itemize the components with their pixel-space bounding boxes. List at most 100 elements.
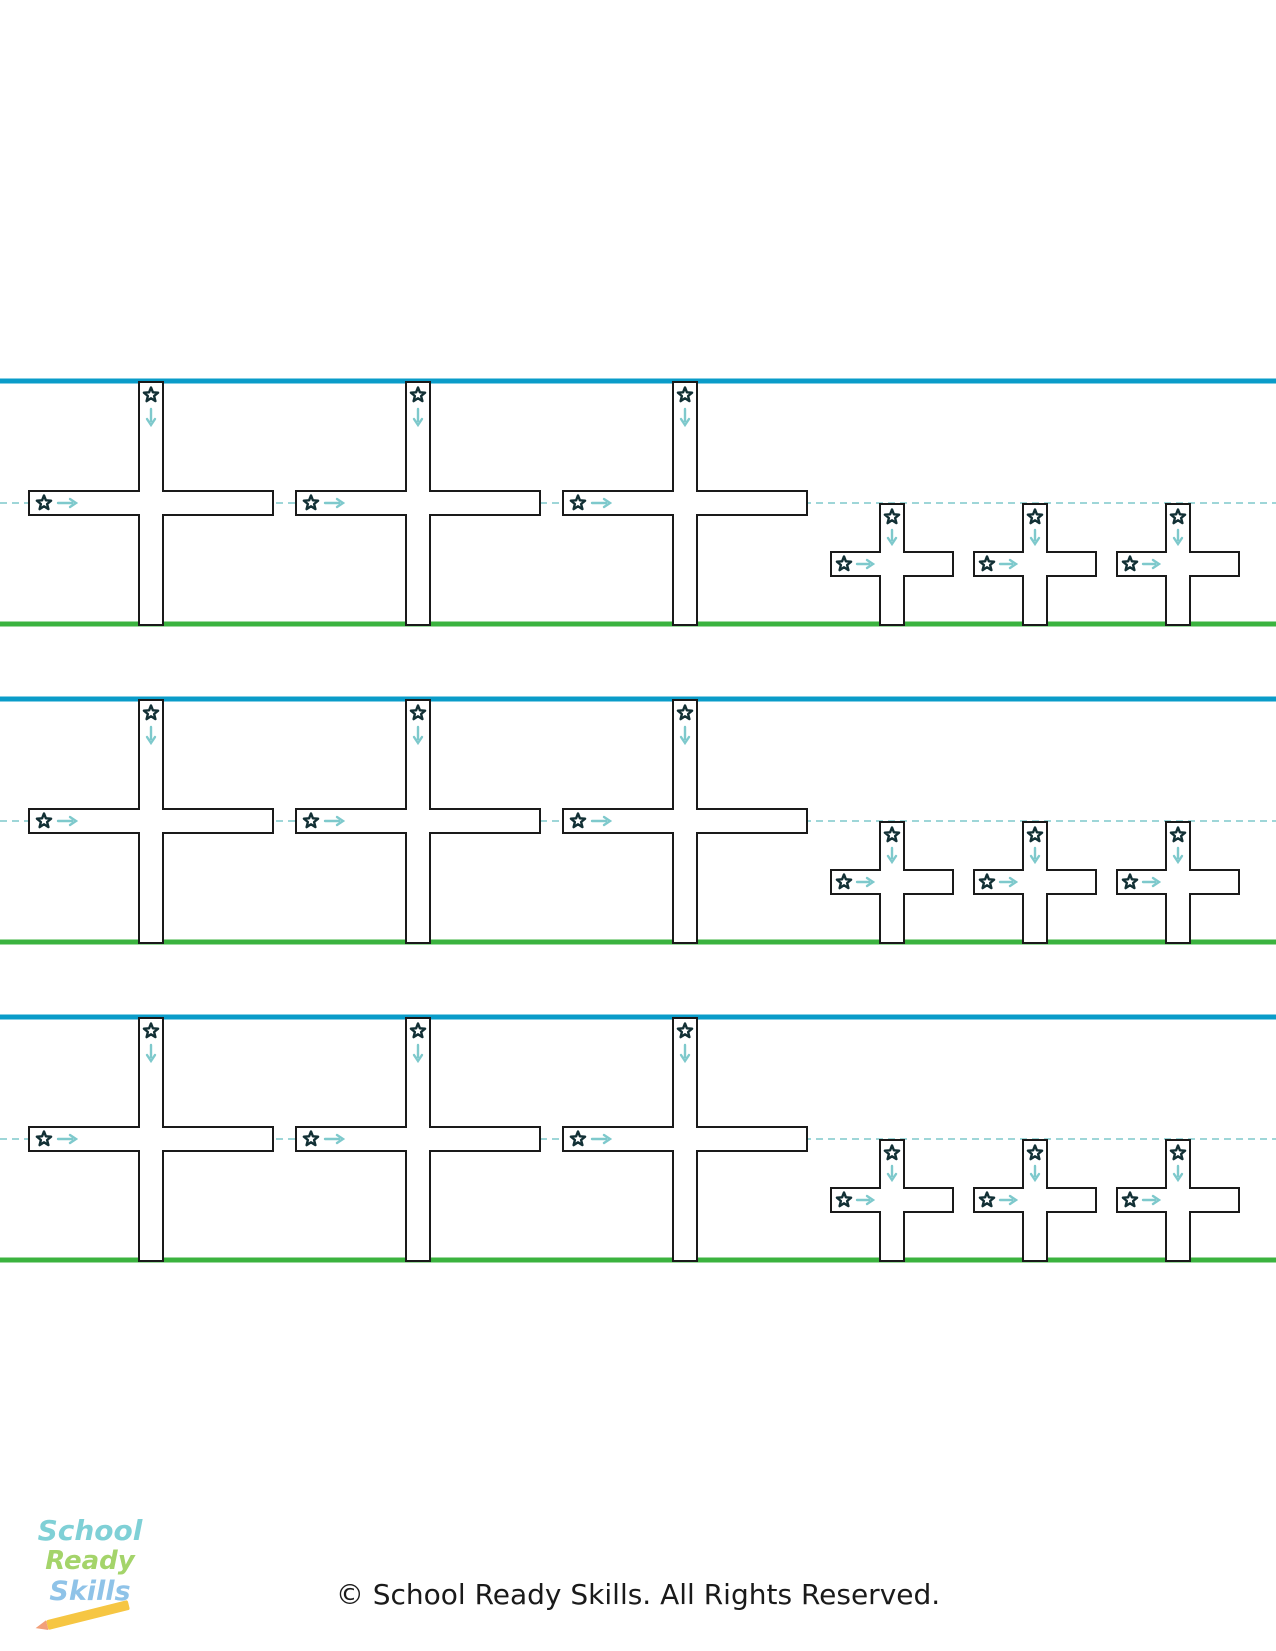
arrow-right-icon xyxy=(56,1133,79,1145)
start-star-icon xyxy=(35,812,53,829)
plus-outline xyxy=(295,699,541,944)
plus-outline xyxy=(28,699,274,944)
start-star-icon xyxy=(142,1022,160,1039)
start-star-icon xyxy=(569,494,587,511)
arrow-right-icon xyxy=(855,558,876,570)
start-star-icon xyxy=(978,873,996,890)
start-star-icon xyxy=(35,1130,53,1147)
large-plus-trace xyxy=(562,699,808,944)
plus-outline xyxy=(562,381,808,626)
logo-word-school: School xyxy=(37,1514,143,1547)
arrow-right-icon xyxy=(1141,1194,1162,1206)
plus-outline xyxy=(562,1017,808,1262)
small-plus-trace xyxy=(973,1139,1097,1262)
start-star-icon xyxy=(676,1022,694,1039)
arrow-down-icon xyxy=(1029,1164,1041,1183)
arrow-right-icon xyxy=(998,876,1019,888)
arrow-right-icon xyxy=(56,815,79,827)
handwriting-row xyxy=(0,1014,1276,1263)
plus-outline xyxy=(1116,821,1240,944)
plus-outline xyxy=(973,821,1097,944)
arrow-down-icon xyxy=(412,725,424,746)
arrow-down-icon xyxy=(145,407,157,428)
large-plus-trace xyxy=(28,381,274,626)
small-plus-trace xyxy=(1116,503,1240,626)
arrow-down-icon xyxy=(1029,528,1041,547)
arrow-down-icon xyxy=(886,528,898,547)
arrow-down-icon xyxy=(145,1043,157,1064)
large-plus-trace xyxy=(28,1017,274,1262)
arrow-right-icon xyxy=(323,1133,346,1145)
start-star-icon xyxy=(1169,508,1187,525)
small-plus-trace xyxy=(973,821,1097,944)
start-star-icon xyxy=(1121,555,1139,572)
arrow-right-icon xyxy=(855,876,876,888)
arrow-down-icon xyxy=(1172,528,1184,547)
small-plus-trace xyxy=(973,503,1097,626)
plus-outline xyxy=(1116,503,1240,626)
arrow-down-icon xyxy=(679,725,691,746)
small-plus-trace xyxy=(1116,821,1240,944)
start-star-icon xyxy=(35,494,53,511)
large-plus-trace xyxy=(28,699,274,944)
start-star-icon xyxy=(883,826,901,843)
start-star-icon xyxy=(676,386,694,403)
arrow-right-icon xyxy=(323,497,346,509)
plus-outline xyxy=(295,1017,541,1262)
large-plus-trace xyxy=(295,381,541,626)
plus-outline xyxy=(1116,1139,1240,1262)
plus-outline xyxy=(830,1139,954,1262)
start-star-icon xyxy=(302,1130,320,1147)
arrow-right-icon xyxy=(998,558,1019,570)
start-star-icon xyxy=(835,555,853,572)
arrow-down-icon xyxy=(412,1043,424,1064)
start-star-icon xyxy=(1169,1144,1187,1161)
arrow-down-icon xyxy=(886,1164,898,1183)
arrow-right-icon xyxy=(1141,558,1162,570)
start-star-icon xyxy=(1026,1144,1044,1161)
start-star-icon xyxy=(835,873,853,890)
arrow-down-icon xyxy=(886,846,898,865)
arrow-right-icon xyxy=(323,815,346,827)
start-star-icon xyxy=(1026,826,1044,843)
start-star-icon xyxy=(409,1022,427,1039)
logo-word-ready: Ready xyxy=(45,1546,135,1576)
start-star-icon xyxy=(676,704,694,721)
handwriting-row xyxy=(0,696,1276,945)
plus-outline xyxy=(830,821,954,944)
start-star-icon xyxy=(302,812,320,829)
start-star-icon xyxy=(978,555,996,572)
large-plus-trace xyxy=(562,1017,808,1262)
small-plus-trace xyxy=(830,821,954,944)
start-star-icon xyxy=(1026,508,1044,525)
start-star-icon xyxy=(409,386,427,403)
arrow-down-icon xyxy=(145,725,157,746)
start-star-icon xyxy=(1169,826,1187,843)
arrow-right-icon xyxy=(998,1194,1019,1206)
arrow-down-icon xyxy=(679,407,691,428)
start-star-icon xyxy=(883,1144,901,1161)
plus-outline xyxy=(973,1139,1097,1262)
start-star-icon xyxy=(978,1191,996,1208)
arrow-right-icon xyxy=(590,815,613,827)
small-plus-trace xyxy=(830,503,954,626)
start-star-icon xyxy=(1121,1191,1139,1208)
start-star-icon xyxy=(835,1191,853,1208)
arrow-down-icon xyxy=(1029,846,1041,865)
arrow-down-icon xyxy=(679,1043,691,1064)
arrow-right-icon xyxy=(1141,876,1162,888)
plus-outline xyxy=(973,503,1097,626)
arrow-right-icon xyxy=(590,1133,613,1145)
start-star-icon xyxy=(1121,873,1139,890)
small-plus-trace xyxy=(830,1139,954,1262)
plus-outline xyxy=(562,699,808,944)
copyright-text: © School Ready Skills. All Rights Reserv… xyxy=(335,1578,941,1611)
plus-outline xyxy=(295,381,541,626)
arrow-down-icon xyxy=(1172,846,1184,865)
start-star-icon xyxy=(569,812,587,829)
large-plus-trace xyxy=(295,1017,541,1262)
arrow-right-icon xyxy=(590,497,613,509)
large-plus-trace xyxy=(295,699,541,944)
arrow-right-icon xyxy=(855,1194,876,1206)
